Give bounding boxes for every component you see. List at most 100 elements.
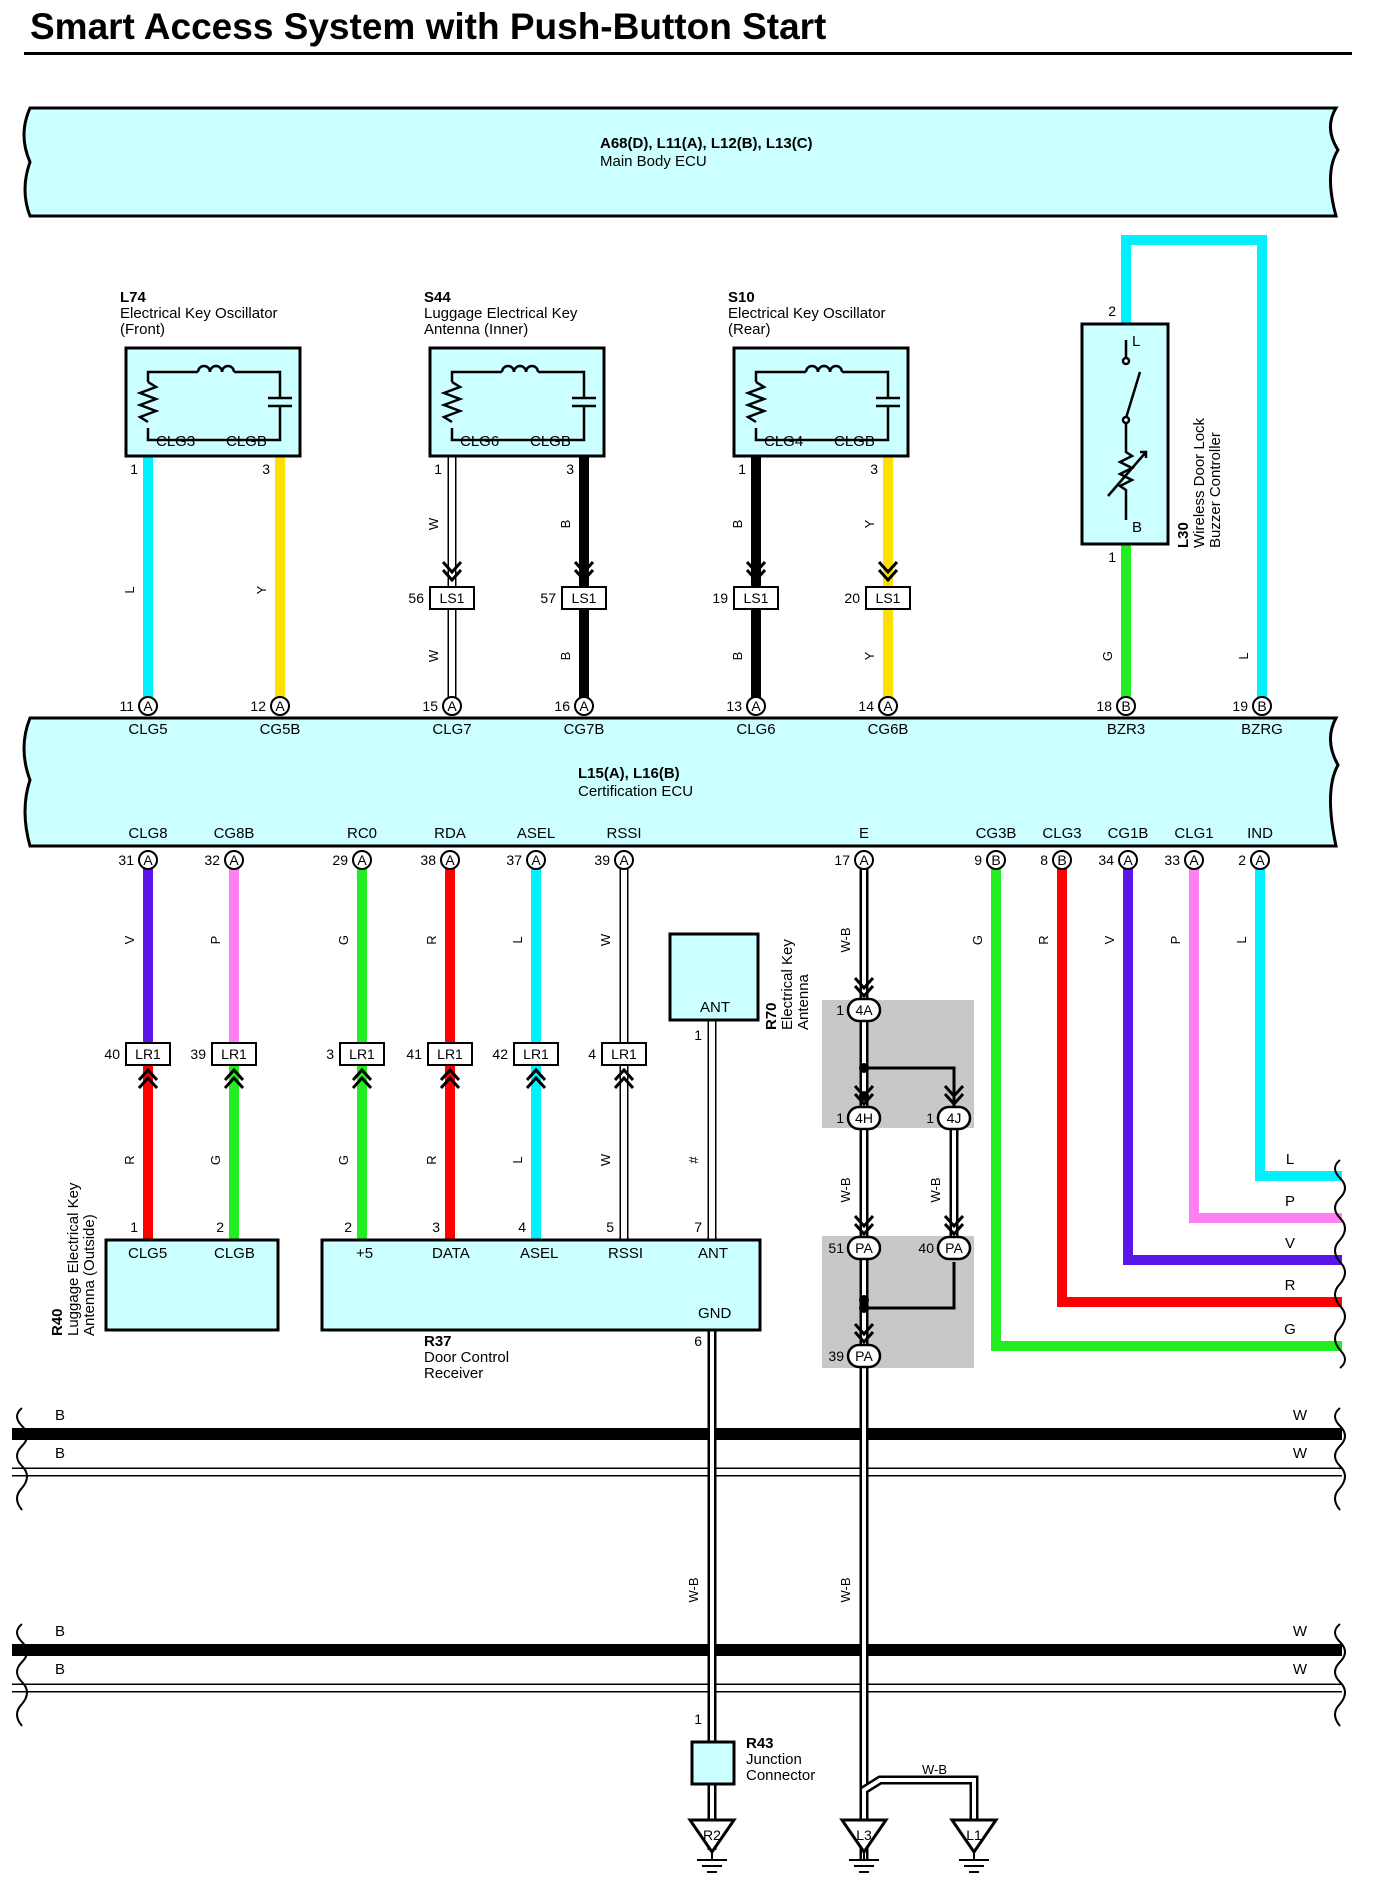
- l74-name-line2: (Front): [120, 321, 165, 338]
- pin-pa-39: 39: [828, 1348, 844, 1364]
- pin-l74-3: 3: [262, 461, 270, 477]
- r43-junction-connector: R43 Junction Connector: [690, 1735, 815, 1786]
- wire-code-14: G: [336, 935, 351, 945]
- connector-lr1-3-label: LR1: [437, 1046, 463, 1062]
- junction-4h-label: 4H: [855, 1110, 873, 1126]
- l30-code: L30: [1175, 522, 1192, 548]
- bus-right-break-1: [1334, 1623, 1346, 1727]
- cert-ecu-top-pin-6-circle: [1116, 696, 1136, 716]
- pin-r37-6: 6: [694, 1333, 702, 1349]
- cert-ecu-bottom-pin-3-letter: A: [445, 852, 455, 868]
- wires: [12, 235, 1342, 1860]
- r40-label-rotated: R40 Luggage Electrical Key Antenna (Outs…: [49, 1182, 98, 1336]
- l30-name-line2: Buzzer Controller: [1207, 432, 1224, 548]
- r37-terminal-rssi: RSSI: [608, 1245, 643, 1262]
- cert-ecu-bottom-pin-8-circle: [1052, 850, 1072, 870]
- page-title: Smart Access System with Push-Button Sta…: [30, 6, 827, 47]
- s44-terminal-2: CLGB: [530, 433, 571, 450]
- pin-num-bottom-4: 37: [506, 852, 522, 868]
- wire-code-29: W: [598, 1153, 613, 1166]
- pin-num-bottom-10: 33: [1164, 852, 1180, 868]
- cert-ecu-bottom-pin-7-letter: B: [991, 852, 1000, 868]
- exit-label-3: R: [1285, 1277, 1296, 1294]
- connector-ls1-0-box: [429, 586, 475, 610]
- pin-r40-2: 2: [216, 1219, 224, 1235]
- lr1-chevron-0: [137, 1067, 159, 1090]
- main-body-ecu-bar: [22, 106, 1340, 218]
- r70-box: [668, 932, 760, 1022]
- wire-code-13: P: [208, 936, 223, 945]
- cert-ecu-bottom-pin-8-letter: B: [1057, 852, 1066, 868]
- pin-num-bottom-11: 2: [1238, 852, 1246, 868]
- pin-num-top-4: 13: [726, 698, 742, 714]
- wire-l30-l: [1121, 235, 1267, 700]
- connector-lr1-2-box: [339, 1042, 385, 1066]
- cert-ecu-bottom-pin-6-letter: A: [859, 852, 869, 868]
- cert-ecu-bottom-pin-10-circle: [1184, 850, 1204, 870]
- pin-r37-4: 4: [518, 1219, 526, 1235]
- r40-name-line1: Luggage Electrical Key: [65, 1182, 82, 1336]
- pin-pa-51: 51: [828, 1240, 844, 1256]
- bus-label-0: B: [55, 1407, 65, 1424]
- bus-label-2: B: [55, 1445, 65, 1462]
- s10-name-line1: Electrical Key Oscillator: [728, 305, 886, 322]
- junction-4a-label: 4A: [855, 1002, 873, 1018]
- ls1-chevron-2: [745, 560, 767, 583]
- wire-code-7: B: [558, 652, 573, 661]
- s10-terminal-2: CLGB: [834, 433, 875, 450]
- lr1-chevron-1: [223, 1067, 245, 1090]
- r43-box: [690, 1740, 736, 1786]
- wire-code-30: #: [686, 1156, 701, 1164]
- wire-code-15: R: [424, 935, 439, 944]
- junction-dot-1: [859, 1063, 869, 1073]
- switch-thermistor-icon: [1107, 340, 1148, 520]
- l74-key-oscillator-front: L74 Electrical Key Oscillator (Front) CL…: [120, 289, 302, 458]
- wire-code-10: G: [1100, 651, 1115, 661]
- chev-4a: [853, 976, 875, 999]
- bus-label-4: B: [55, 1623, 65, 1640]
- cert-ecu-bottom-term-2: RC0: [347, 825, 377, 842]
- r70-name-line2: Antenna: [795, 973, 812, 1030]
- r37-terminal-gnd: GND: [698, 1305, 732, 1322]
- r43-name-line1: Junction: [746, 1751, 802, 1768]
- l30-label-rotated: L30 Wireless Door Lock Buzzer Controller: [1175, 417, 1224, 548]
- s44-name-line2: Antenna (Inner): [424, 321, 528, 338]
- pin-l74-1: 1: [130, 461, 138, 477]
- cert-ecu-bottom-term-10: CLG1: [1174, 825, 1213, 842]
- wire-ind: [1255, 856, 1342, 1181]
- cert-ecu-top-pin-0-circle: [138, 696, 158, 716]
- l30-terminal-l: L: [1132, 333, 1140, 350]
- s44-name-line1: Luggage Electrical Key: [424, 305, 578, 322]
- ground-r2-symbol: [697, 1852, 727, 1873]
- wire-code-22: P: [1168, 936, 1183, 945]
- pin-lr1-4: 42: [492, 1046, 508, 1062]
- wire-code-4: B: [730, 520, 745, 529]
- pin-4a: 1: [836, 1002, 844, 1018]
- connector-lr1-4-label: LR1: [523, 1046, 549, 1062]
- ls1-chevron-0: [441, 560, 463, 583]
- cert-ecu-top-pin-3-circle: [574, 696, 594, 716]
- r70-terminal: ANT: [700, 999, 730, 1016]
- cert-ecu-top-pin-1-circle: [270, 696, 290, 716]
- wire-code-27: R: [424, 1155, 439, 1164]
- wire-clg3: [1057, 856, 1342, 1307]
- cert-ecu-top-pin-7-letter: B: [1257, 698, 1266, 714]
- ls1-chevron-3: [877, 560, 899, 583]
- cert-ecu-bottom-pin-1-circle: [224, 850, 244, 870]
- pin-r37-3: 3: [432, 1219, 440, 1235]
- junction-branch-lower: [864, 1262, 956, 1310]
- wire-code-24: R: [122, 1155, 137, 1164]
- cert-ecu-top-pin-4-circle: [746, 696, 766, 716]
- wire-code-11: L: [1236, 652, 1251, 659]
- pin-4h: 1: [836, 1110, 844, 1126]
- bus-label-6: B: [55, 1661, 65, 1678]
- junction-pa-39-oval: [846, 1343, 882, 1369]
- l30-name-line1: Wireless Door Lock: [1191, 417, 1208, 548]
- cert-ecu-top-pin-3-letter: A: [579, 698, 589, 714]
- s10-name-line2: (Rear): [728, 321, 771, 338]
- lr1-chevron-2: [351, 1067, 373, 1090]
- junction-dot-3: [859, 1295, 869, 1305]
- pin-ls1-2: 19: [712, 590, 728, 606]
- r37-name-line2: Receiver: [424, 1365, 483, 1382]
